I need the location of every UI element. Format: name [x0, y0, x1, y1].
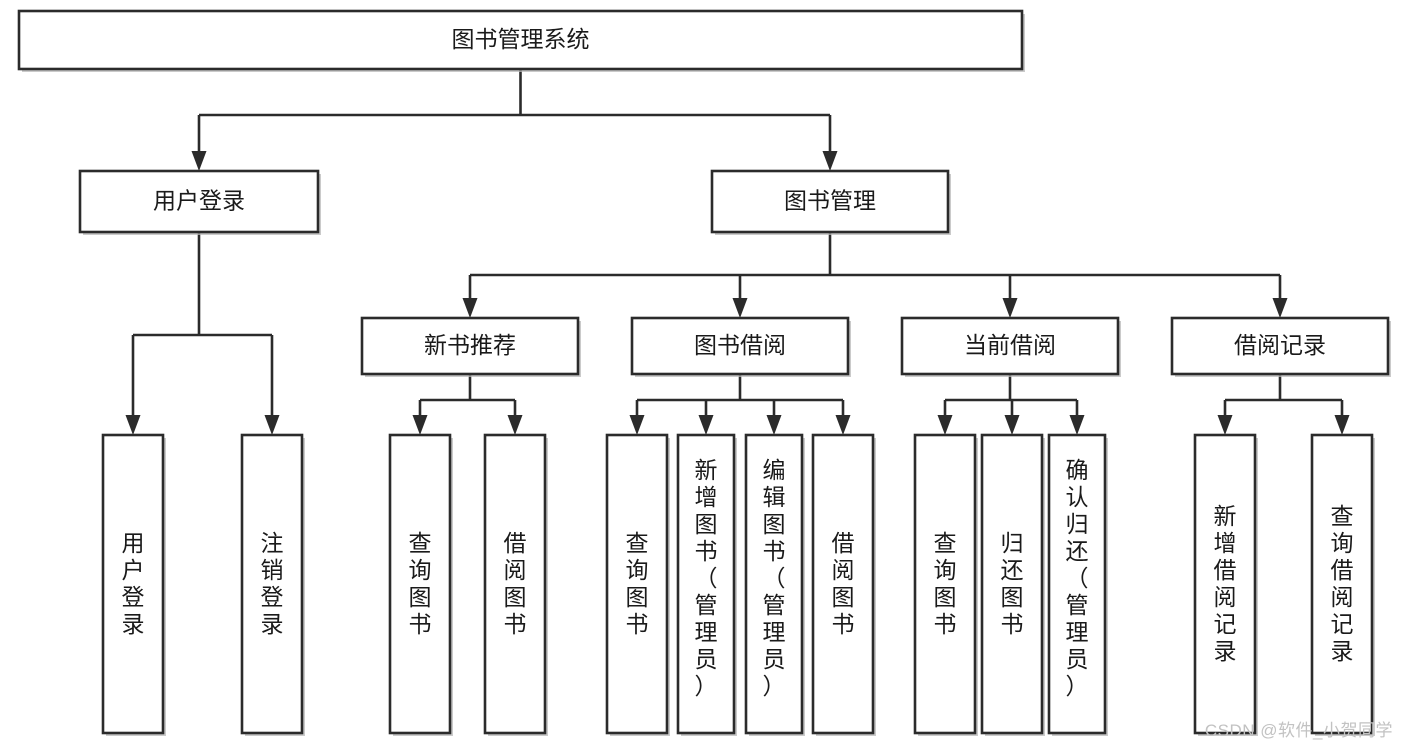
node-label: 注销登录	[261, 530, 284, 637]
node-label: 查询借阅记录	[1331, 503, 1354, 664]
node-box[interactable]	[483, 433, 547, 735]
connector-arrow-icon	[462, 298, 478, 318]
connector-group-book-manage	[462, 232, 1288, 318]
node-box[interactable]	[980, 433, 1044, 735]
connectors-layer	[125, 69, 1350, 435]
node-leaf-user-logout[interactable]: 注销登录	[240, 433, 305, 736]
node-label: 借阅记录	[1234, 332, 1326, 358]
node-label: 归还图书	[1001, 530, 1024, 637]
node-leaf-borrow-lend[interactable]: 借阅图书	[811, 433, 876, 736]
node-label: 图书管理	[784, 188, 876, 214]
node-box[interactable]	[605, 433, 669, 735]
node-new-book-rec[interactable]: 新书推荐	[360, 316, 581, 377]
node-box[interactable]	[900, 316, 1120, 376]
connector-arrow-icon	[937, 415, 953, 435]
connector-arrow-icon	[766, 415, 782, 435]
connector-arrow-icon	[1002, 298, 1018, 318]
connector-arrow-icon	[412, 415, 428, 435]
node-leaf-borrow-query[interactable]: 查询图书	[605, 433, 670, 736]
nodes-layer: 图书管理系统用户登录图书管理新书推荐图书借阅当前借阅借阅记录用户登录注销登录查询…	[17, 9, 1391, 736]
connector-group-current-borrow	[937, 374, 1085, 435]
node-box[interactable]	[1170, 316, 1390, 376]
node-label: 用户登录	[153, 188, 245, 214]
node-label: 借阅图书	[832, 530, 855, 637]
node-box[interactable]	[360, 316, 580, 376]
connector-group-book-borrow	[629, 374, 851, 435]
connector-arrow-icon	[1004, 415, 1020, 435]
node-label: 编辑图书（管理员）	[763, 457, 786, 699]
node-label: 当前借阅	[964, 332, 1056, 358]
connector-arrow-icon	[698, 415, 714, 435]
node-label: 图书借阅	[694, 332, 786, 358]
node-leaf-rec-borrow[interactable]: 借阅图书	[483, 433, 548, 736]
node-leaf-cur-return[interactable]: 归还图书	[980, 433, 1045, 736]
node-label: 借阅图书	[504, 530, 527, 637]
node-current-borrow[interactable]: 当前借阅	[900, 316, 1121, 377]
node-leaf-rec-add[interactable]: 新增借阅记录	[1193, 433, 1258, 736]
node-leaf-borrow-add[interactable]: 新增图书（管理员）	[676, 433, 737, 736]
node-box[interactable]	[101, 433, 165, 735]
node-label: 新增图书（管理员）	[695, 457, 718, 699]
node-label: 查询图书	[409, 530, 432, 637]
connector-arrow-icon	[1069, 415, 1085, 435]
connector-arrow-icon	[1334, 415, 1350, 435]
node-book-borrow[interactable]: 图书借阅	[630, 316, 851, 377]
node-label: 新书推荐	[424, 332, 516, 358]
node-book-manage[interactable]: 图书管理	[710, 169, 951, 235]
node-leaf-user-login[interactable]: 用户登录	[101, 433, 166, 736]
node-box[interactable]	[388, 433, 452, 735]
node-label: 图书管理系统	[452, 26, 590, 52]
connector-arrow-icon	[732, 298, 748, 318]
node-borrow-record[interactable]: 借阅记录	[1170, 316, 1391, 377]
connector-arrow-icon	[264, 415, 280, 435]
connector-group-root	[191, 69, 838, 171]
node-leaf-rec-query[interactable]: 查询图书	[388, 433, 453, 736]
connector-arrow-icon	[835, 415, 851, 435]
node-box[interactable]	[630, 316, 850, 376]
node-box[interactable]	[1193, 433, 1257, 735]
connector-group-borrow-record	[1217, 374, 1350, 435]
node-box[interactable]	[913, 433, 977, 735]
connector-arrow-icon	[507, 415, 523, 435]
node-leaf-cur-confirm[interactable]: 确认归还（管理员）	[1047, 433, 1108, 736]
node-box[interactable]	[710, 169, 950, 234]
connector-arrow-icon	[191, 151, 207, 171]
connector-group-user-login	[125, 232, 280, 435]
node-box[interactable]	[78, 169, 320, 234]
connector-arrow-icon	[1217, 415, 1233, 435]
node-box[interactable]	[17, 9, 1024, 71]
node-label: 查询图书	[626, 530, 649, 637]
node-label: 确认归还（管理员）	[1066, 457, 1089, 699]
connector-group-new-book-rec	[412, 374, 523, 435]
node-user-login[interactable]: 用户登录	[78, 169, 321, 235]
node-box[interactable]	[1310, 433, 1374, 735]
node-box[interactable]	[744, 433, 804, 735]
node-leaf-borrow-edit[interactable]: 编辑图书（管理员）	[744, 433, 805, 736]
node-box[interactable]	[240, 433, 304, 735]
connector-arrow-icon	[125, 415, 141, 435]
node-label: 查询图书	[934, 530, 957, 637]
node-box[interactable]	[811, 433, 875, 735]
node-box[interactable]	[1047, 433, 1107, 735]
connector-arrow-icon	[1272, 298, 1288, 318]
node-leaf-cur-query[interactable]: 查询图书	[913, 433, 978, 736]
node-label: 新增借阅记录	[1214, 503, 1237, 664]
connector-arrow-icon	[629, 415, 645, 435]
node-leaf-rec-query2[interactable]: 查询借阅记录	[1310, 433, 1375, 736]
node-box[interactable]	[676, 433, 736, 735]
node-root[interactable]: 图书管理系统	[17, 9, 1025, 72]
node-label: 用户登录	[122, 530, 145, 637]
connector-arrow-icon	[822, 151, 838, 171]
